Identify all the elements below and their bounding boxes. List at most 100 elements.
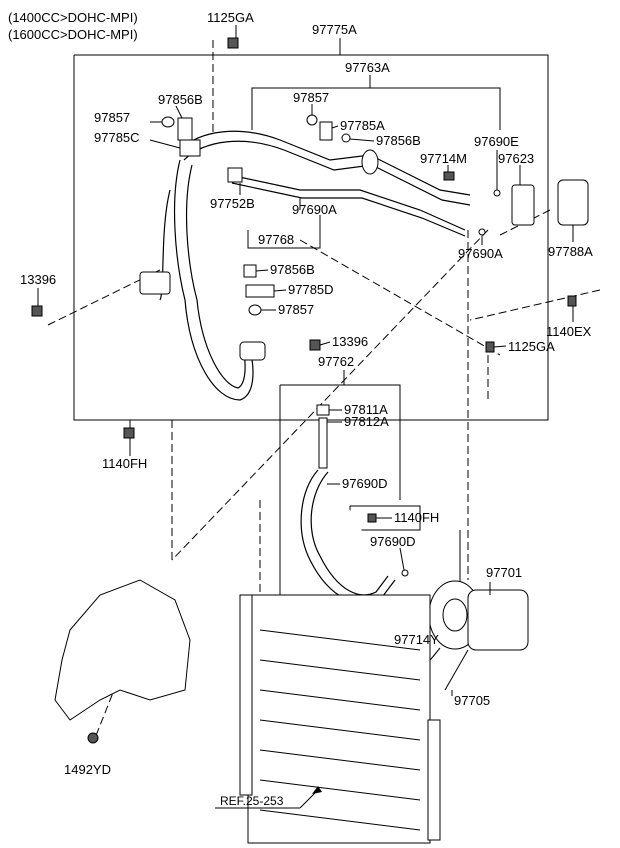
condenser-tube-3 [259,689,421,711]
label-97788A: 97788A [548,244,593,259]
dash-1140EX [469,289,601,321]
leader-1125GA-right [493,345,507,348]
hose-left-loop-inner [185,164,246,389]
valve-97812A [318,417,328,469]
bolt-1125GA-right [485,341,495,353]
leader-97785C [149,139,181,149]
label-1140FH-right: 1140FH [394,510,439,525]
discharge-pipe-97690A-edge [231,182,466,237]
bolt-1140EX [567,295,577,307]
label-97690D-upper: 97690D [342,476,388,491]
engine-spec-line-2: (1600CC>DOHC-MPI) [8,27,138,42]
condenser-tube-6 [259,779,421,801]
label-1125GA-right: 1125GA [508,339,555,354]
ring-97857-mid [306,114,318,126]
compressor-pulley-hub [442,598,468,632]
leader-97856B-left [175,105,183,119]
label-97785A: 97785A [340,118,385,133]
label-1140EX: 1140EX [546,324,592,339]
condenser-left-tank [239,594,253,796]
condenser-core [247,594,431,844]
label-97856B-mid: 97856B [376,133,421,148]
condenser-tube-1 [259,629,421,651]
compressor-body-97701 [467,589,529,651]
label-97768: 97768 [258,232,294,247]
engine-spec-line-1: (1400CC>DOHC-MPI) [8,10,138,25]
label-97690D-lower: 97690D [370,534,416,549]
label-97856B-low: 97856B [270,262,315,277]
nut-13396-left [31,305,43,317]
label-97623: 97623 [498,151,534,166]
label-97857-low: 97857 [278,302,314,317]
leader-97785A [331,125,339,129]
leader-97690D-lower [399,547,405,571]
condenser-receiver [427,719,441,841]
clip-1492YD [87,732,99,744]
label-1140FH-left: 1140FH [102,456,147,471]
label-13396-mid: 13396 [332,334,368,349]
label-97775A: 97775A [312,22,357,37]
switch-97623 [511,184,535,226]
group-frame-97775A [73,54,549,421]
label-97762: 97762 [318,354,354,369]
bracket-97768 [247,215,321,249]
bracket-97785D [245,284,275,298]
bolt-97705 [444,649,469,691]
label-97857-mid: 97857 [293,90,329,105]
leader-97856B-low [255,269,269,272]
oring-97690A-lower [478,228,486,236]
hose-end-fitting [239,341,266,361]
label-97763A: 97763A [345,60,390,75]
label-13396-left: 13396 [20,272,56,287]
condenser-assembly [239,594,441,844]
ref-label[interactable]: REF.25-253 [220,794,284,808]
clip-97785A [319,121,333,141]
label-97690A-lower: 97690A [458,246,503,261]
label-97785C: 97785C [94,130,140,145]
label-97785D: 97785D [288,282,334,297]
nut-13396-mid [309,339,321,351]
group-frame-97762-top [280,384,401,500]
leader-97785D [273,289,287,292]
label-97701: 97701 [486,565,522,580]
leader-97856B-mid [349,138,375,142]
bolt-1140FH-right [367,513,377,523]
condenser-tube-2 [259,659,421,681]
clip-97856B-low [243,264,257,278]
bolt-97714M [443,171,455,181]
condenser-tube-4 [259,719,421,741]
label-1125GA-top: 1125GA [207,10,254,25]
cap-97811A [316,404,330,416]
dash-97768-right [299,239,501,356]
dash-diag-main [171,229,489,561]
label-97811A: 97811A [344,402,388,417]
label-97857-left: 97857 [94,110,130,125]
fender-panel [54,579,191,721]
ref-arrow-head [312,786,322,794]
condenser-tube-7 [259,809,421,831]
bolt-1125GA-top [227,37,239,49]
bolt-1140FH-left [123,427,135,439]
label-97812A: 97812A [344,414,389,429]
cap-97788A [557,179,589,226]
leader-13396-mid [319,341,331,346]
ring-97857-left [161,116,175,128]
label-97856B-left: 97856B [158,92,203,107]
label-97690E: 97690E [474,134,519,149]
condenser-tube-5 [259,749,421,771]
label-97705: 97705 [454,693,490,708]
label-97752B: 97752B [210,196,255,211]
suction-pipe-coupling [361,149,379,175]
clip-97856B-mid [341,133,351,143]
bracket-97763A [251,87,501,130]
label-1492YD: 1492YD [64,762,111,777]
label-97714Y: 97714Y [394,632,439,647]
oring-97690D-lower [401,569,409,577]
bracket-97785C [179,139,201,157]
oring-97690E [493,189,501,197]
left-fitting-97856B [139,271,171,295]
label-97714M: 97714M [420,151,467,166]
label-97690A-upper: 97690A [292,202,337,217]
